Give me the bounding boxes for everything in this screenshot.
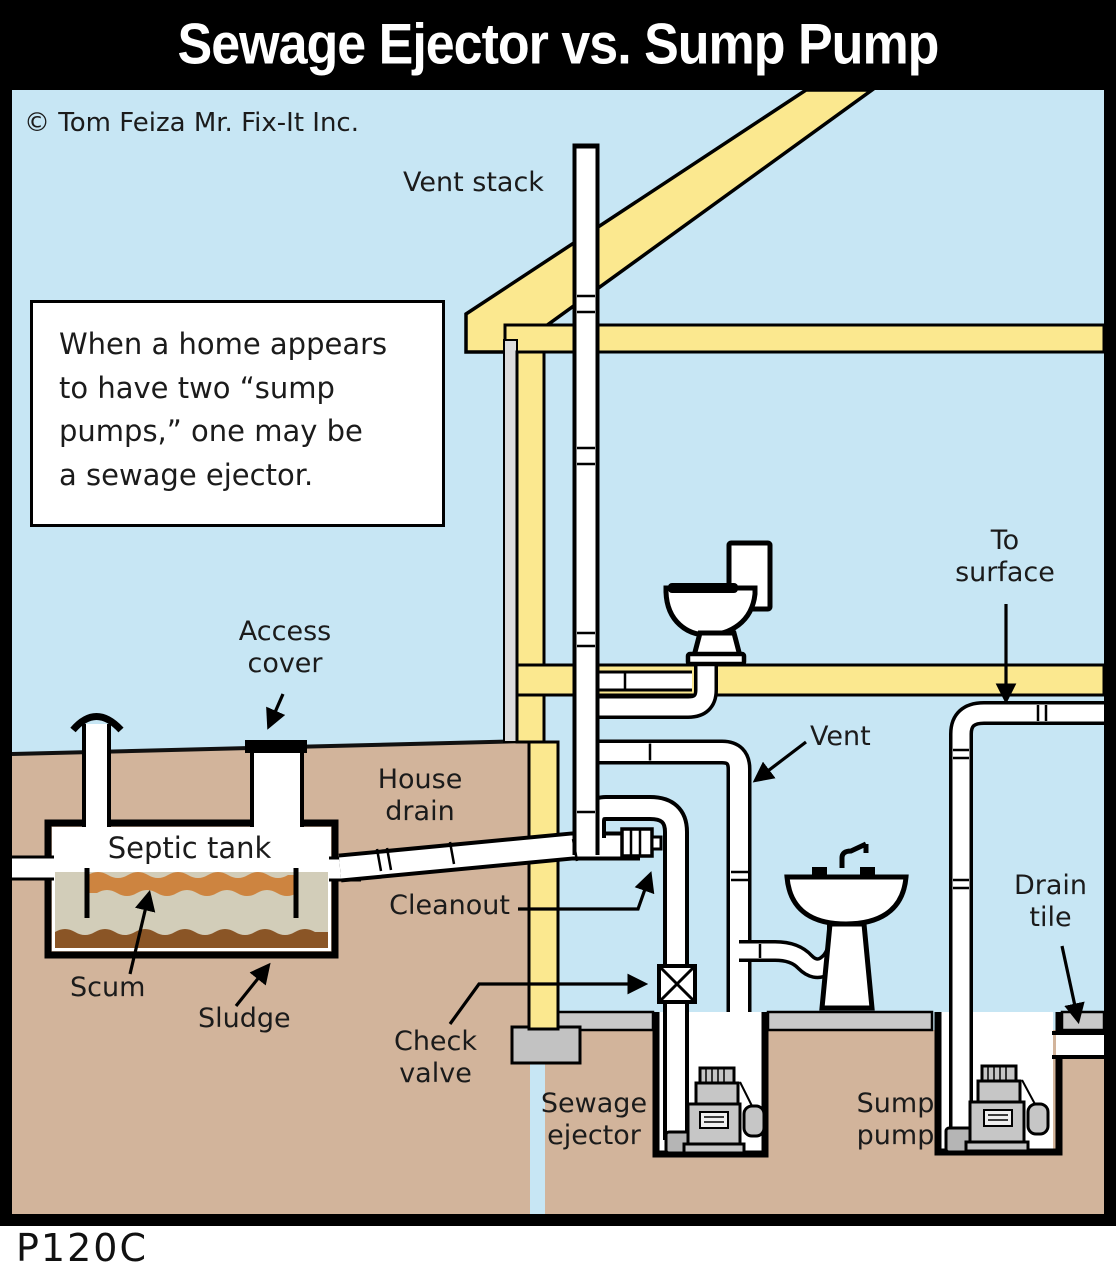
sump-float [1026, 1102, 1050, 1136]
check-valve-symbol [657, 964, 697, 1004]
arrow-sludge [234, 962, 271, 1007]
label-check-valve: Check valve [393, 1026, 478, 1090]
label-sewage-ejector: Sewage ejector [540, 1088, 648, 1152]
drain-tile-channel [1056, 1035, 1104, 1056]
vent-branch-pipe [586, 739, 752, 1012]
vent-stack-pipe [572, 143, 600, 855]
sewage-ejector-pump [664, 1066, 766, 1155]
tank-vent-riser-outline [82, 750, 111, 827]
arrow-check-valve [448, 973, 649, 1025]
footing [510, 1025, 582, 1065]
arrow-cleanout [518, 871, 655, 911]
label-to-surface: To surface [955, 525, 1055, 589]
faucet-handle-right [860, 867, 875, 877]
diagram-code: P120C [16, 1226, 148, 1270]
sink-icon [784, 841, 909, 1011]
house-drain-pipe [338, 831, 640, 883]
ceiling-joist [503, 323, 1104, 354]
arrow-vent [752, 740, 807, 783]
scene-art [12, 90, 1104, 1214]
page-title: Sewage Ejector vs. Sump Pump [177, 13, 940, 77]
pipe-couplings [375, 294, 1048, 958]
faucet-handle-left [812, 867, 827, 877]
arrow-access-cover [266, 693, 286, 730]
tank-outlet-outline [12, 855, 54, 881]
label-house-drain: House drain [377, 764, 463, 828]
label-scum: Scum [70, 972, 146, 1003]
label-drain-tile: Drain tile [1013, 870, 1088, 934]
frame-left [0, 90, 12, 1226]
septic-tank-outline [44, 819, 339, 959]
label-cleanout: Cleanout [389, 890, 510, 921]
tank-outlet-stub [12, 857, 54, 879]
sump-discharge-pipe [949, 701, 1104, 1130]
label-access-cover: Access cover [238, 616, 332, 680]
frame-right [1104, 90, 1116, 1226]
sludge-layer [55, 929, 328, 948]
copyright-text: © Tom Feiza Mr. Fix-It Inc. [24, 108, 359, 138]
access-riser-outline [250, 750, 304, 827]
roof-rafter [464, 90, 875, 354]
access-riser [252, 750, 302, 827]
vent-pipe-top-outline [82, 724, 111, 752]
septic-tank [12, 713, 361, 959]
arrow-drain-tile [1060, 945, 1085, 1025]
vent-cap-icon [70, 713, 124, 733]
arrow-scum [128, 889, 156, 975]
foundation-wall [527, 740, 560, 1031]
toilet-icon [663, 540, 773, 667]
leader-arrows [128, 604, 1085, 1025]
wall-sheathing [503, 339, 518, 743]
access-cover-plate [245, 740, 307, 753]
ejector-float [742, 1104, 766, 1138]
faucet-spout [839, 841, 869, 868]
label-septic-tank: Septic tank [107, 831, 272, 865]
drain-tile-outline [1052, 1031, 1104, 1059]
basement-slab-middle [766, 1010, 934, 1032]
sump-pump [944, 1064, 1050, 1154]
in-floor-drain [597, 672, 692, 690]
toilet-drain-pipe [586, 648, 718, 719]
tank-vent-riser [84, 750, 109, 827]
frame-bottom [0, 1214, 1116, 1226]
label-vent: Vent [810, 721, 871, 752]
note-box: When a home appears to have two “sump pu… [30, 300, 445, 527]
in-floor-drain-outline [597, 670, 692, 692]
basement-slab-right [1060, 1010, 1104, 1032]
label-sump-pump: Sump pump [856, 1088, 935, 1152]
cleanout-cap [620, 827, 663, 858]
vent-pipe-top [84, 724, 109, 752]
tank-baffles [84, 868, 299, 918]
title-band: Sewage Ejector vs. Sump Pump [0, 0, 1116, 90]
label-sludge: Sludge [198, 1003, 291, 1034]
label-vent-stack: Vent stack [403, 167, 544, 198]
